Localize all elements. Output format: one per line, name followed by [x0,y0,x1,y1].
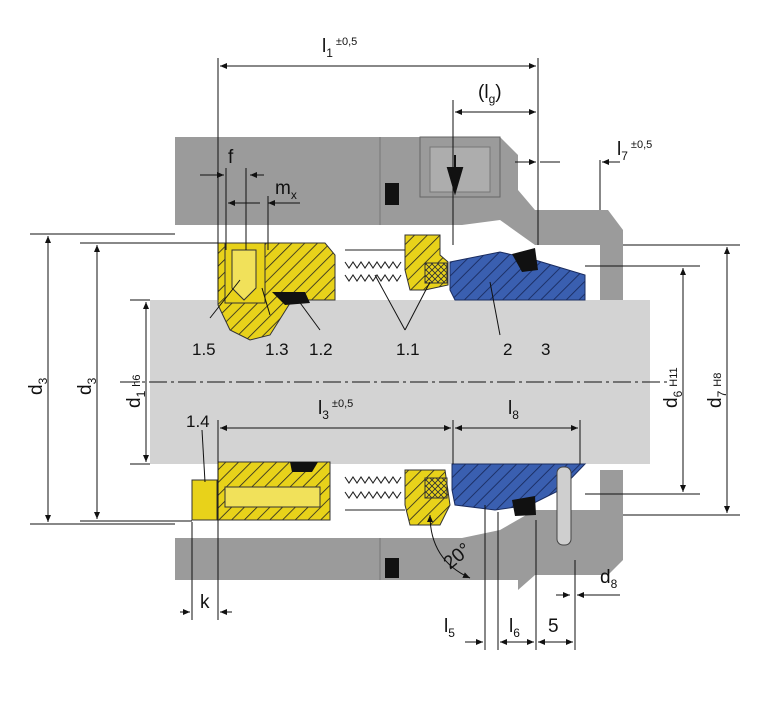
leader-lines [201,274,501,483]
label-mx: mx [275,178,297,202]
label-l7: l7±0,5 [617,139,652,163]
label-k: k [200,592,210,613]
label-l1: l1±0,5 [322,36,357,60]
label-d3-inner: d3 [75,377,99,395]
part-label-1-4: 1.4 [186,412,210,431]
label-5: 5 [548,616,559,637]
stationary-seat-bottom [451,463,587,546]
label-d1: d1h6 [124,374,148,408]
part-label-3: 3 [541,340,550,359]
part-label-1-3: 1.3 [265,340,289,359]
label-d7: d7H8 [705,373,729,408]
label-d8: d8 [600,567,618,591]
part-label-2: 2 [503,340,512,359]
rotating-unit-bottom [191,461,451,526]
label-d6: d6H11 [661,367,685,408]
housing-bottom [175,470,623,590]
dimension-lines [30,58,740,650]
label-lg: (lg) [478,82,502,106]
part-label-1-5: 1.5 [192,340,216,359]
housing-top [175,136,623,300]
label-l6: l6 [509,616,520,640]
label-d3-outer: d3 [26,377,50,395]
label-l3: l3±0,5 [318,398,353,422]
spring-bottom [344,476,405,511]
flow-arrow-icon [446,155,464,196]
part-label-1-1: 1.1 [396,340,420,359]
label-f: f [228,147,234,168]
spring-top [344,249,405,282]
stationary-seat-top [449,248,586,301]
label-l5: l5 [444,616,455,640]
rotating-unit-top [217,234,449,341]
part-label-1-2: 1.2 [309,340,333,359]
label-l8: l8 [508,398,519,422]
